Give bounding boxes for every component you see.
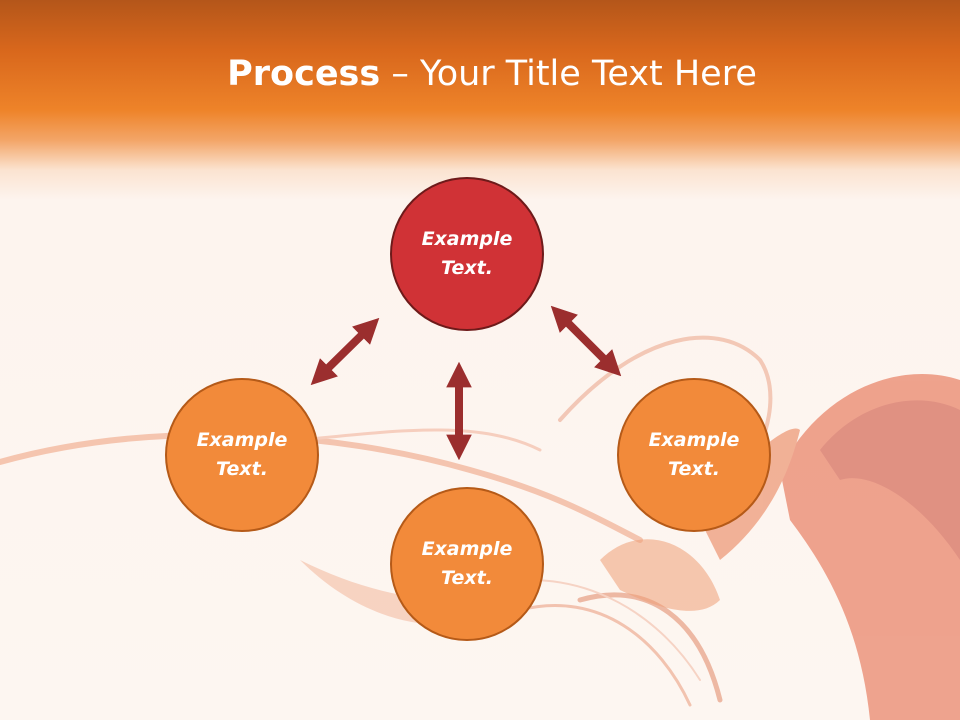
node-bottom-line2: Text. <box>441 567 493 589</box>
node-bottom-line1: Example <box>421 538 513 560</box>
node-right-line2: Text. <box>668 458 720 480</box>
node-left-line1: Example <box>196 429 288 451</box>
arrow-top-left <box>310 317 380 386</box>
node-top-line1: Example <box>421 228 513 250</box>
node-top-line2: Text. <box>441 257 493 279</box>
title-bold: Process <box>227 54 381 94</box>
title-rest: – Your Title Text Here <box>380 54 757 94</box>
node-right-line1: Example <box>648 429 740 451</box>
arrow-top-right <box>550 305 622 377</box>
slide-title: Process – Your Title Text Here <box>0 52 960 96</box>
process-node-bottom[interactable]: Example Text. <box>390 487 544 641</box>
process-node-left[interactable]: Example Text. <box>165 378 319 532</box>
process-node-right[interactable]: Example Text. <box>617 378 771 532</box>
node-left-line2: Text. <box>216 458 268 480</box>
process-node-top[interactable]: Example Text. <box>390 177 544 331</box>
